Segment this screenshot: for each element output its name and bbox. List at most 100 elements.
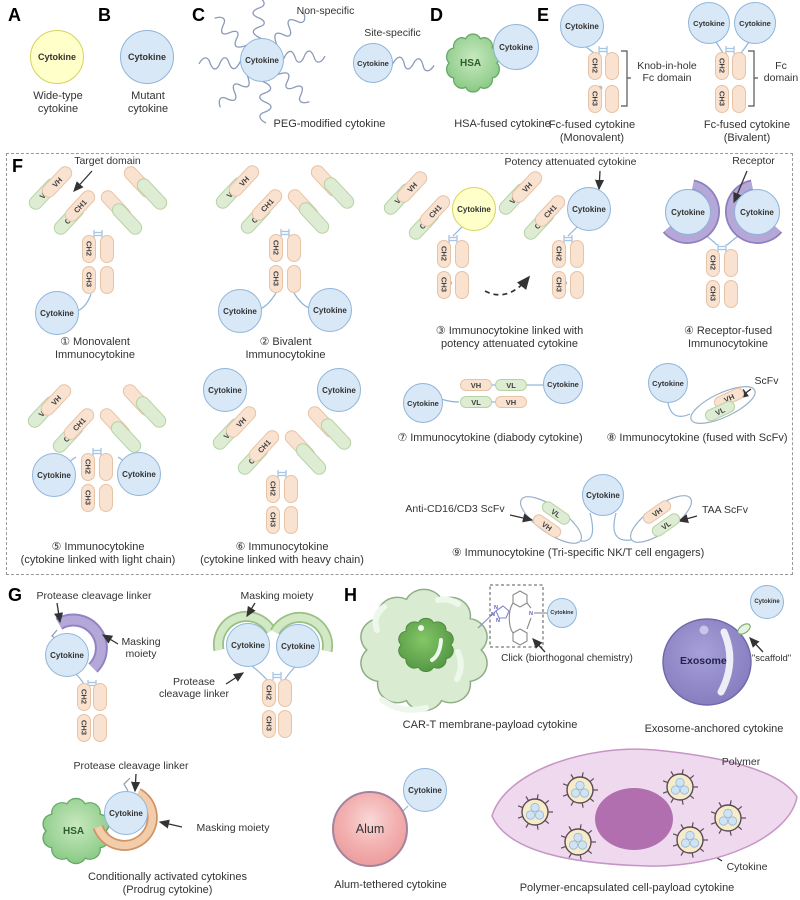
vh-pill: VH — [495, 396, 527, 408]
masking-moiety-label: Masking moiety — [240, 590, 314, 602]
fc-pill — [99, 484, 113, 512]
panel-letter-a: A — [8, 5, 21, 25]
fc-pill — [455, 271, 469, 299]
polymer-cytokine-label: Cytokine — [726, 861, 768, 873]
fc-pill — [570, 240, 584, 268]
potency-attenuated-label: Potency attenuated cytokine — [504, 156, 637, 168]
fc-pill — [99, 453, 113, 481]
fc-pill — [570, 271, 584, 299]
exosome-dot — [699, 625, 709, 635]
fc-pill — [278, 679, 292, 707]
ch2-pill: CH2 — [266, 475, 280, 503]
hsa-label: HSA — [460, 58, 482, 69]
masked-cytokine-circle: Cytokine — [226, 623, 270, 667]
f-caption-3: ③ Immunocytokine linked with potency att… — [435, 325, 584, 351]
mutant-cytokine-circle: Cytokine — [120, 30, 174, 84]
receptor-fused-cytokine-circle: Cytokine — [665, 189, 711, 235]
fc-pill — [100, 266, 114, 294]
diabody-cytokine-circle: Cytokine — [543, 364, 583, 404]
ch3-pill: CH3 — [715, 85, 729, 113]
protease-cleavage-linker-label: Protease cleavage linker — [36, 590, 152, 602]
fc-pill — [605, 85, 619, 113]
ch2-pill: CH2 — [82, 235, 96, 263]
svg-text:N: N — [494, 605, 498, 611]
click-chemistry-structure — [477, 584, 547, 648]
fc-pill — [93, 714, 107, 742]
masking-moiety-label: Masking moiety — [121, 636, 161, 661]
f-caption-1: ① Monovalent Immunocytokine — [54, 336, 136, 362]
immunocytokine-cytokine-circle: Cytokine — [32, 453, 76, 497]
panel-letter-d: D — [430, 5, 443, 25]
knob-in-hole-bracket-label: Knob-in-hole Fc domain — [637, 60, 697, 85]
svg-text:N: N — [491, 612, 495, 618]
panel-e-brackets — [621, 50, 758, 107]
ch3-pill: CH3 — [706, 280, 720, 308]
panel-g-caption: Conditionally activated cytokines (Prodr… — [88, 871, 247, 897]
panel-a-caption: Wide-type cytokine — [33, 90, 83, 116]
immunocytokine-cytokine-circle: Cytokine — [308, 288, 352, 332]
masked-cytokine-circle: Cytokine — [276, 624, 320, 668]
immunocytokine-cytokine-circle: Cytokine — [317, 368, 361, 412]
fc-mono-cytokine-circle: Cytokine — [560, 4, 604, 48]
ch3-pill: CH3 — [269, 265, 283, 293]
panel-g-arrows — [54, 602, 256, 829]
immunocytokine-cytokine-circle: Cytokine — [117, 452, 161, 496]
ch2-pill: CH2 — [588, 52, 602, 80]
panel-b-caption: Mutant cytokine — [127, 90, 169, 116]
panel-f-arrows — [73, 170, 752, 523]
immunocytokine-cytokine-circle: Cytokine — [203, 368, 247, 412]
panel-letter-c: C — [192, 5, 205, 25]
linker-zigzag — [123, 777, 131, 792]
scfv-cytokine-circle: Cytokine — [648, 363, 688, 403]
fc-pill — [732, 52, 746, 80]
panel-letter-f: F — [12, 156, 23, 176]
non-specific-label: Non-specific — [296, 5, 355, 17]
alum-sphere: Alum — [332, 791, 408, 867]
receptor-label: Receptor — [732, 155, 775, 167]
vl-pill: VL — [460, 396, 492, 408]
scaffold-oval — [737, 623, 751, 635]
masking-crescents-green — [212, 610, 334, 653]
scaffold-label: "scaffold" — [751, 653, 792, 664]
f-caption-5: ⑤ Immunocytokine (cytokine linked with l… — [20, 541, 176, 567]
site-specific-label: Site-specific — [364, 27, 421, 39]
exosome-label: Exosome — [680, 655, 727, 667]
receptor-fused-cytokine-circle: Cytokine — [734, 189, 780, 235]
hsa-fused-cytokine-circle: Cytokine — [493, 24, 539, 70]
ch2-pill: CH2 — [706, 249, 720, 277]
fc-pill — [605, 52, 619, 80]
svg-text:N: N — [496, 618, 500, 624]
fc-pill — [287, 265, 301, 293]
panel-d-caption: HSA-fused cytokine — [454, 118, 551, 130]
protease-cleavage-linker-label: Protease cleavage linker — [158, 676, 230, 701]
fc-pill — [732, 85, 746, 113]
taa-scfv-label: TAA ScFv — [702, 504, 748, 516]
ch3-pill: CH3 — [82, 266, 96, 294]
scfv-label: ScFv — [754, 375, 779, 387]
chem-n-atoms: N N N N — [491, 605, 533, 624]
masking-crescent-orange — [92, 788, 158, 851]
polymer-cell-nucleus — [595, 788, 673, 850]
exchange-dashed-arrow — [484, 275, 531, 296]
attenuated-cytokine-circle: Cytokine — [567, 187, 611, 231]
fc-pill — [724, 249, 738, 277]
f-caption-4: ④ Receptor-fused Immunocytokine — [683, 325, 773, 351]
anti-cd16-cd3-scfv-label: Anti-CD16/CD3 ScFv — [405, 503, 505, 515]
panel-letter-e: E — [537, 5, 550, 25]
wildtype-cytokine-circle: Cytokine — [452, 187, 496, 231]
f-caption-2: ② Bivalent Immunocytokine — [245, 336, 326, 362]
fc-mono-caption: Fc-fused cytokine (Monovalent) — [548, 119, 636, 145]
ch3-pill: CH3 — [552, 271, 566, 299]
ch2-pill: CH2 — [437, 240, 451, 268]
receptor-crescents — [662, 179, 783, 244]
cart-cytokine-circle: Cytokine — [547, 598, 577, 628]
nucleus-dot — [418, 625, 424, 631]
diabody-cytokine-circle: Cytokine — [403, 383, 443, 423]
peg-squiggles — [198, 0, 436, 124]
fc-pill — [455, 240, 469, 268]
ch3-pill: CH3 — [588, 85, 602, 113]
wildtype-cytokine-circle: Cytokine — [30, 30, 84, 84]
panel-c-caption: PEG-modified cytokine — [273, 118, 386, 130]
